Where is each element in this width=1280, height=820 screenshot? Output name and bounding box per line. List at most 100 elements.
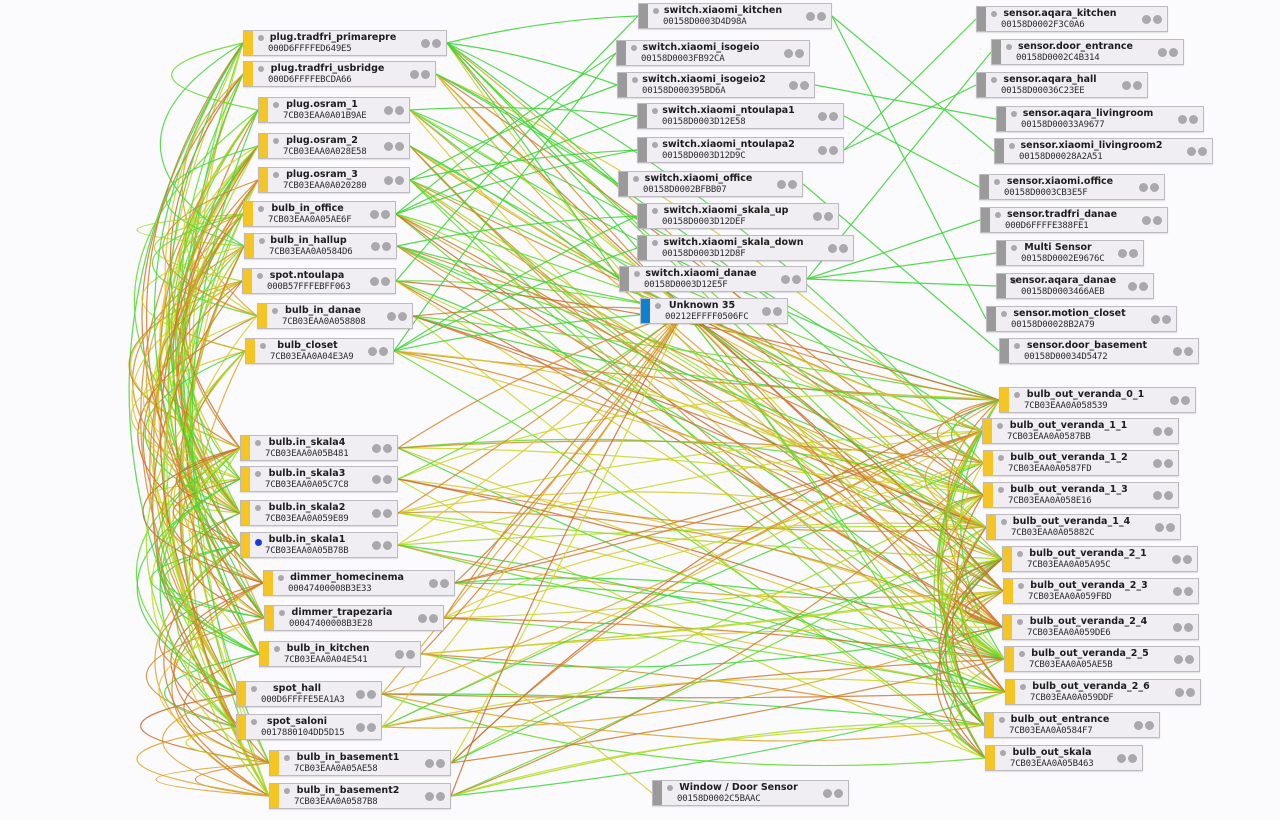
port-icon[interactable]: [1164, 491, 1173, 500]
port-icon[interactable]: [789, 81, 798, 90]
port-icon[interactable]: [777, 180, 786, 189]
port-icon[interactable]: [834, 789, 843, 798]
port-icon[interactable]: [806, 12, 815, 21]
port-icon[interactable]: [395, 142, 404, 151]
port-icon[interactable]: [1173, 347, 1182, 356]
port-icon[interactable]: [356, 723, 365, 732]
port-icon[interactable]: [398, 312, 407, 321]
port-icon[interactable]: [818, 112, 827, 121]
port-icon[interactable]: [800, 81, 809, 90]
port-icon[interactable]: [383, 475, 392, 484]
port-icon[interactable]: [370, 277, 379, 286]
port-icon[interactable]: [383, 509, 392, 518]
port-icon[interactable]: [1142, 216, 1151, 225]
port-icon[interactable]: [829, 112, 838, 121]
port-icon[interactable]: [1153, 459, 1162, 468]
port-icon[interactable]: [1184, 623, 1193, 632]
port-icon[interactable]: [1122, 81, 1131, 90]
port-icon[interactable]: [418, 614, 427, 623]
port-icon[interactable]: [1178, 115, 1187, 124]
port-icon[interactable]: [1170, 396, 1179, 405]
port-icon[interactable]: [1172, 555, 1181, 564]
port-icon[interactable]: [1174, 655, 1183, 664]
port-icon[interactable]: [792, 275, 801, 284]
port-icon[interactable]: [382, 242, 391, 251]
port-icon[interactable]: [823, 789, 832, 798]
port-icon[interactable]: [1189, 115, 1198, 124]
port-icon[interactable]: [1153, 15, 1162, 24]
port-icon[interactable]: [1162, 315, 1171, 324]
port-icon[interactable]: [1153, 427, 1162, 436]
port-icon[interactable]: [818, 146, 827, 155]
port-icon[interactable]: [383, 444, 392, 453]
port-icon[interactable]: [1181, 396, 1190, 405]
port-icon[interactable]: [1128, 282, 1137, 291]
port-icon[interactable]: [1173, 587, 1182, 596]
port-icon[interactable]: [784, 49, 793, 58]
port-icon[interactable]: [1175, 688, 1184, 697]
port-icon[interactable]: [372, 475, 381, 484]
port-icon[interactable]: [1185, 655, 1194, 664]
port-icon[interactable]: [429, 614, 438, 623]
port-icon[interactable]: [370, 210, 379, 219]
port-icon[interactable]: [395, 106, 404, 115]
port-icon[interactable]: [817, 12, 826, 21]
port-icon[interactable]: [839, 244, 848, 253]
port-icon[interactable]: [406, 650, 415, 659]
port-icon[interactable]: [1155, 523, 1164, 532]
port-icon[interactable]: [1129, 249, 1138, 258]
port-icon[interactable]: [1142, 15, 1151, 24]
port-icon[interactable]: [1184, 347, 1193, 356]
port-icon[interactable]: [762, 307, 771, 316]
port-icon[interactable]: [1186, 688, 1195, 697]
port-icon[interactable]: [381, 277, 390, 286]
port-icon[interactable]: [824, 212, 833, 221]
port-icon[interactable]: [1198, 147, 1207, 156]
port-icon[interactable]: [421, 39, 430, 48]
port-icon[interactable]: [367, 690, 376, 699]
port-icon[interactable]: [1153, 491, 1162, 500]
port-icon[interactable]: [356, 690, 365, 699]
port-icon[interactable]: [384, 142, 393, 151]
port-icon[interactable]: [367, 723, 376, 732]
port-icon[interactable]: [372, 509, 381, 518]
port-icon[interactable]: [1169, 48, 1178, 57]
port-icon[interactable]: [788, 180, 797, 189]
port-icon[interactable]: [1164, 459, 1173, 468]
port-icon[interactable]: [425, 792, 434, 801]
port-icon[interactable]: [383, 541, 392, 550]
